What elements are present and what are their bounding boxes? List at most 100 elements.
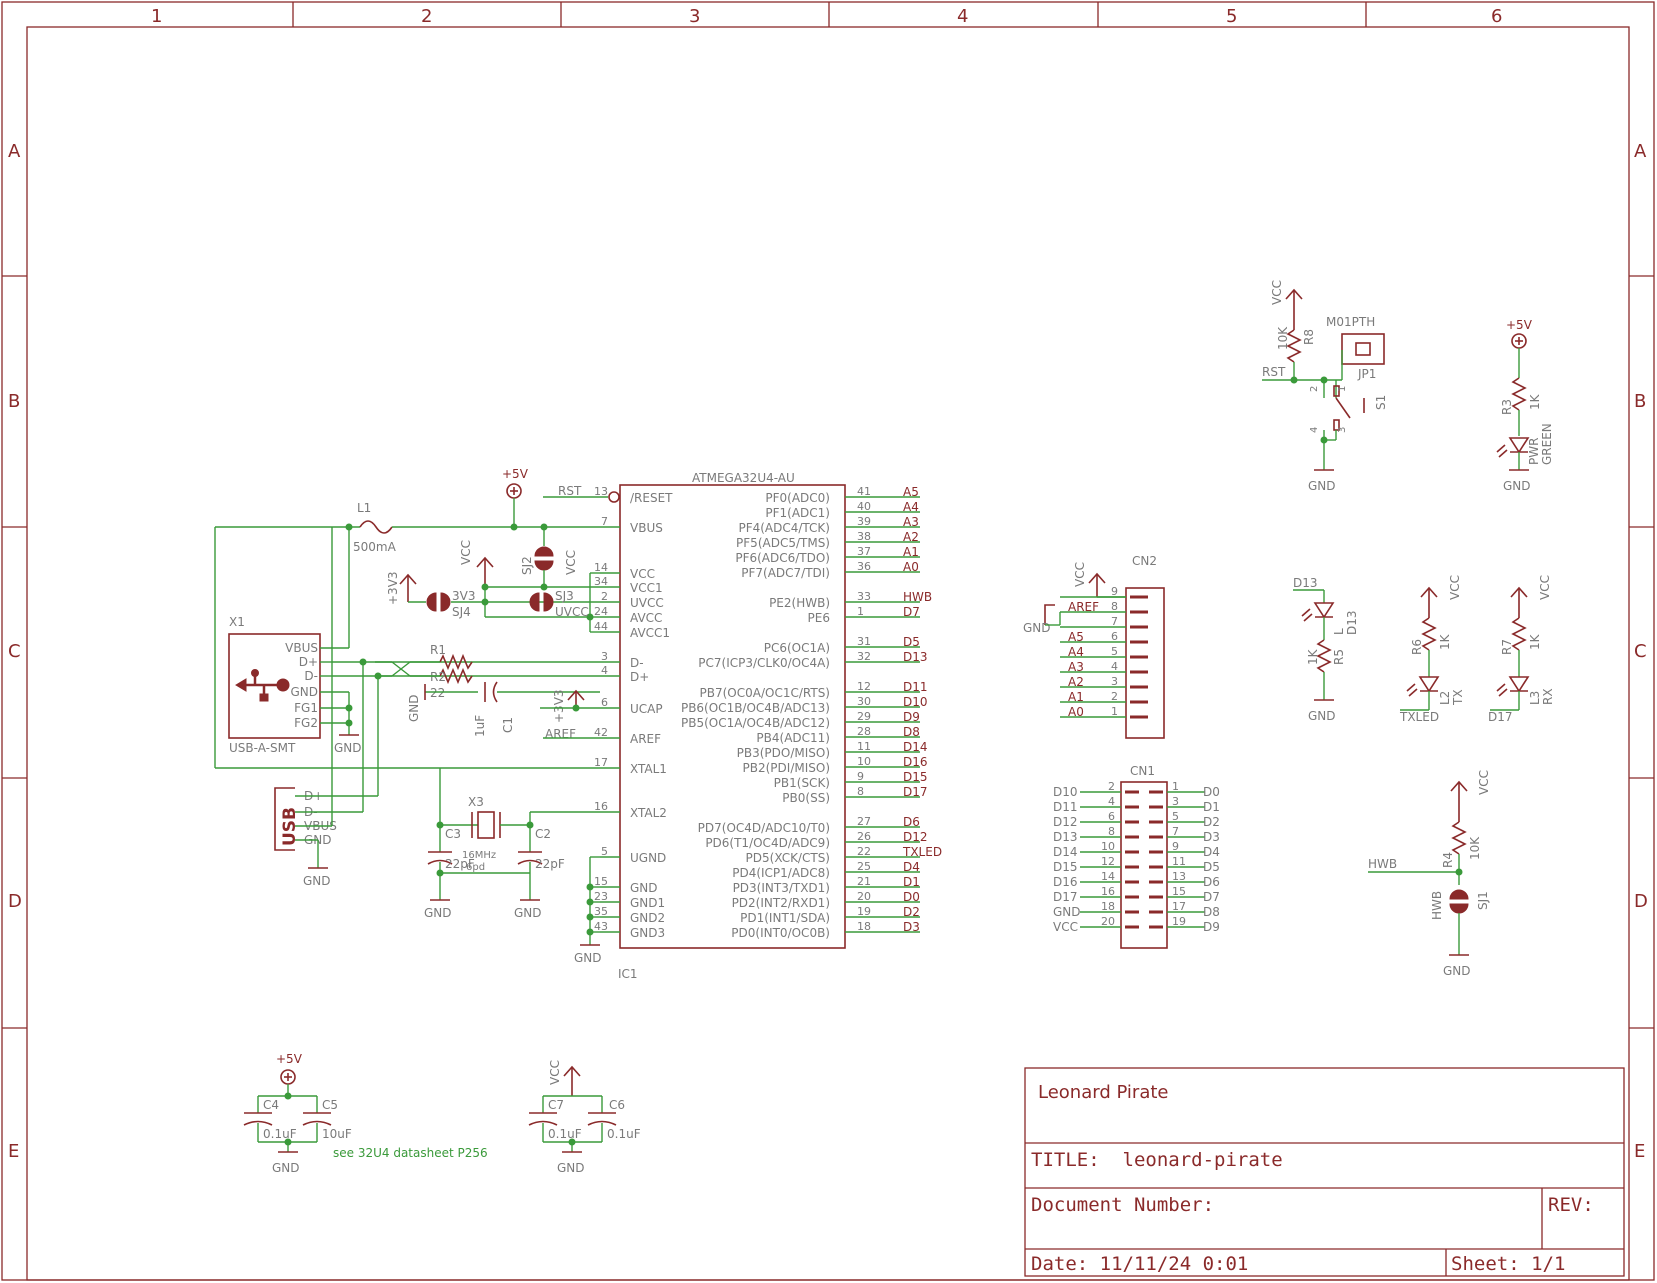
x3-name: X3 [468,795,484,809]
c45-5v-label: +5V [276,1052,303,1066]
cn1-pin-number: 19 [1172,915,1186,928]
cn1-net-label: D13 [1053,830,1078,844]
txled-net-label: TXLED [1399,710,1439,724]
frame-col-label: 3 [689,6,700,27]
cn1-pin-number: 12 [1101,855,1115,868]
l3-rx: RX [1541,688,1555,705]
cn1-pin-number: 11 [1172,855,1186,868]
mcu-pin-number: 4 [601,664,608,677]
frame-row-label: E [8,1141,19,1162]
c67-vcc-label: VCC [548,1060,562,1085]
s1-pin-3: 3 [1337,427,1348,433]
frame-row-label: B [8,391,20,412]
mcu-pin-number: 28 [857,725,871,738]
sj1-hwb-label: HWB [1430,891,1444,920]
mcu-pin-number: 22 [857,845,871,858]
frame-row-label: C [1634,641,1647,662]
c2-gnd-label: GND [514,906,542,920]
cn2-pin-number: 8 [1111,600,1118,613]
cn1-pin-number: 9 [1172,840,1179,853]
jp1-value: M01PTH [1326,315,1375,329]
mcu-net-label: D8 [903,725,920,739]
datasheet-note: see 32U4 datasheet P256 [333,1146,488,1160]
rst-net-label-right: RST [1262,365,1286,379]
mcu-net-label: D5 [903,635,920,649]
sj3-name: SJ3 [555,589,574,603]
x1-pin-label: FG2 [294,716,318,730]
tx-led-circuit: VCC R6 1K L2 TX TXLED [1399,575,1465,724]
c3-value: 22pF [445,857,475,871]
frame-row-label: A [8,141,21,162]
led-l-net-label: D13 [1345,610,1359,635]
frame-row-label: D [1634,891,1648,912]
mcu-pin-number: 19 [857,905,871,918]
date-field: Date: 11/11/24 0:01 [1031,1253,1248,1275]
cn2-pin-number: 6 [1111,630,1118,643]
sheet-field: Sheet: 1/1 [1451,1253,1565,1275]
cn1-pin-number: 17 [1172,900,1186,913]
mcu-net-label: D2 [903,905,920,919]
mcu-gnd-label: GND [574,951,602,965]
mcu-pin-number: 18 [857,920,871,933]
r-22-value: 22 [430,686,445,700]
mcu-pin-name: PF4(ADC4/TCK) [738,521,830,535]
sj3-uvcc-label: UVCC [555,605,589,619]
cn2-net-label: A2 [1068,675,1084,689]
sj1-name: SJ1 [1476,891,1490,910]
cn1-pin-number: 5 [1172,810,1179,823]
cn2-pin-number: 5 [1111,645,1118,658]
mcu-net-label: D17 [903,785,928,799]
cn2-pin-number: 9 [1111,585,1118,598]
l1-value: 500mA [353,540,397,554]
mcu-left-wiring: RST +5V L1 500mA SJ2 VCC VCC [215,467,620,965]
mcu-net-label: D4 [903,860,920,874]
x1-pin-label: D+ [299,655,318,669]
cn1-pin-number: 7 [1172,825,1179,838]
p3v3-label-left: +3V3 [386,571,400,605]
mcu-pin-name: PD1(INT1/SDA) [740,911,830,925]
mcu-pin-number: 42 [594,726,608,739]
cn1-pin-number: 3 [1172,795,1179,808]
frame-row-label: D [8,891,22,912]
cn1-net-label: D7 [1203,890,1220,904]
c5-value: 10uF [322,1127,352,1141]
mcu-pin-number: 12 [857,680,871,693]
mcu-pin-name: D+ [630,670,649,684]
cn2-pin-number: 1 [1111,705,1118,718]
mcu-pin-number: 32 [857,650,871,663]
cn1-net-label: D12 [1053,815,1078,829]
cn1-pin-number: 16 [1101,885,1115,898]
mcu-pin-number: 41 [857,485,871,498]
x3-value: 16MHz [462,850,496,861]
mcu-net-label: D7 [903,605,920,619]
mcu-pin-number: 15 [594,875,608,888]
mcu-pin-name: GND2 [630,911,665,925]
mcu-pin-number: 5 [601,845,608,858]
x1-pin-label: GND [290,685,318,699]
r7-value: 1K [1528,633,1542,650]
mcu-pin-name: PB5(OC1A/OC4B/ADC12) [681,716,830,730]
x1-pin-label: VBUS [285,641,318,655]
d17-net-label: D17 [1488,710,1513,724]
l1-name: L1 [357,501,371,515]
cn2-net-label: A0 [1068,705,1084,719]
cn2-name: CN2 [1132,554,1157,568]
pwr-5v-label: +5V [1506,318,1533,332]
mcu-pin-name: PD0(INT0/OC0B) [731,926,830,940]
c6-name: C6 [609,1098,625,1112]
cn1-pin-number: 1 [1172,780,1179,793]
cn1-pin-number: 4 [1108,795,1115,808]
mcu-pin-name: XTAL1 [630,762,667,776]
mcu-pin-number: 14 [594,561,608,574]
x1-pin-label: D- [304,669,318,683]
mcu-net-label: A5 [903,485,919,499]
frame-col-label: 6 [1491,6,1502,27]
mcu-pin-name: D- [630,656,644,670]
s1-name: S1 [1374,395,1388,410]
mcu-net-label: D16 [903,755,928,769]
x3-sub: 6pd [466,862,485,873]
usb-header-label: USB [280,807,300,846]
